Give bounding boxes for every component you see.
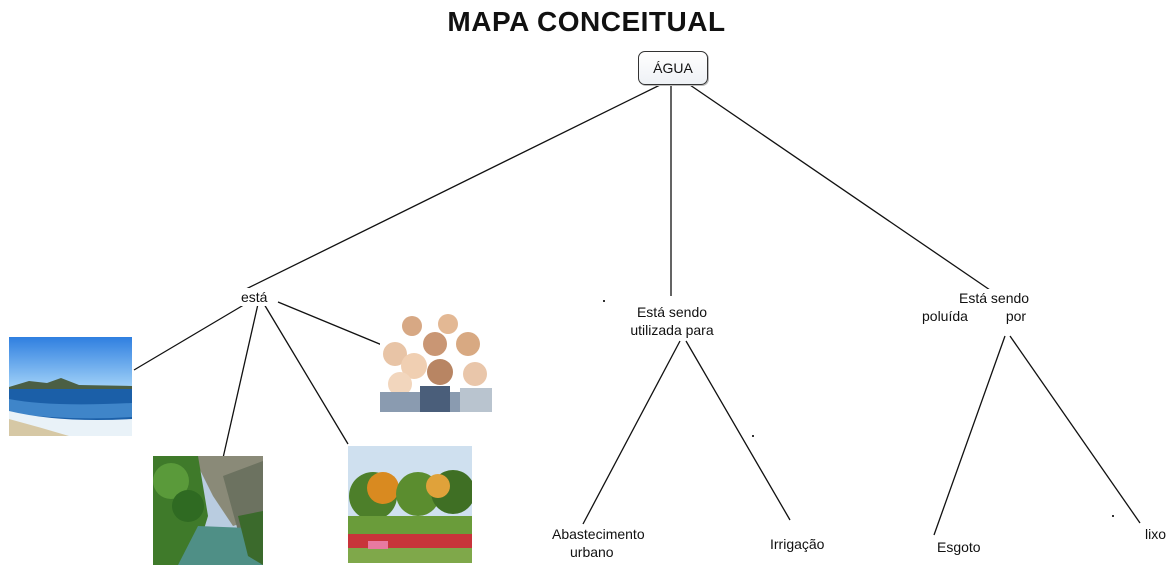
leaf-lixo: lixo: [1145, 525, 1167, 543]
poluida-word: poluída: [922, 308, 968, 324]
link-poluida-lixo: [1009, 335, 1141, 524]
utilizada-line2: utilizada para: [630, 322, 714, 338]
link-label-poluida: Está sendo poluída por: [922, 289, 1052, 325]
beach-photo: [9, 337, 132, 436]
abastecimento-line1: Abastecimento: [552, 526, 645, 542]
stray-dot: [603, 300, 605, 302]
link-esta-garden: [263, 303, 349, 445]
link-utilizada-abastecimento: [582, 340, 681, 525]
por-word: por: [1005, 308, 1027, 324]
root-node-agua: ÁGUA: [638, 51, 708, 85]
abastecimento-line2: urbano: [570, 544, 614, 560]
river-photo: [153, 456, 263, 565]
page-title: MAPA CONCEITUAL: [447, 6, 726, 37]
link-utilizada-irrigacao: [685, 340, 791, 521]
leaf-esgoto: Esgoto: [937, 538, 981, 556]
garden-photo: [348, 446, 472, 563]
poluida-line2: poluída por: [922, 307, 1052, 325]
utilizada-line1: Está sendo: [636, 304, 708, 320]
poluida-line1: Está sendo: [959, 290, 1030, 306]
link-esta-beach: [133, 302, 248, 371]
stray-dot: [1112, 515, 1114, 517]
link-esta-river: [222, 303, 259, 459]
link-agua-esta: [243, 84, 661, 291]
people-photo: [380, 314, 492, 412]
link-label-utilizada: Está sendo utilizada para: [606, 303, 738, 339]
stray-dot: [752, 435, 754, 437]
leaf-abastecimento: Abastecimento urbano: [552, 525, 645, 561]
leaf-irrigacao: Irrigação: [770, 535, 825, 553]
link-poluida-esgoto: [933, 335, 1006, 536]
link-esta-people: [277, 301, 383, 346]
link-agua-poluida: [689, 84, 991, 291]
link-label-esta: está: [241, 288, 268, 306]
